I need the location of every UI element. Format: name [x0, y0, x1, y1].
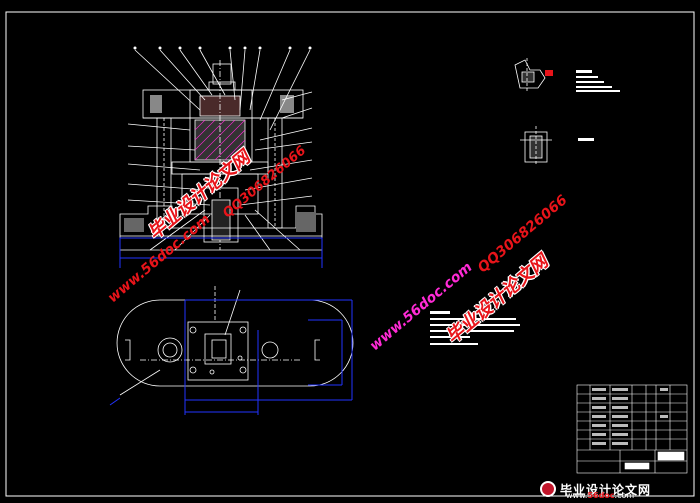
balloon-markers [133, 46, 312, 50]
footer-url-suffix: .com [614, 491, 635, 500]
detail-view-1 [514, 58, 553, 92]
technical-notes [430, 311, 520, 345]
footer-brand: 毕业设计论文网 [540, 478, 695, 500]
footer-url: www.56doc.com [566, 491, 634, 500]
detail-view-2 [520, 126, 552, 166]
footer-url-prefix: www. [566, 491, 588, 500]
plan-view [116, 286, 354, 396]
detail-notes-2 [578, 138, 594, 141]
brand-logo-icon [540, 481, 556, 497]
title-block-fill [592, 388, 668, 445]
title-block [576, 384, 688, 474]
section-view [119, 49, 323, 251]
drawing-frame [5, 11, 695, 497]
section-dimensions [119, 237, 323, 268]
footer-brand-title: 毕业设计论文网 [560, 482, 652, 497]
footer-url-domain: 56doc [587, 491, 615, 500]
plan-dimensions [109, 299, 353, 415]
detail-notes-1 [576, 70, 620, 92]
